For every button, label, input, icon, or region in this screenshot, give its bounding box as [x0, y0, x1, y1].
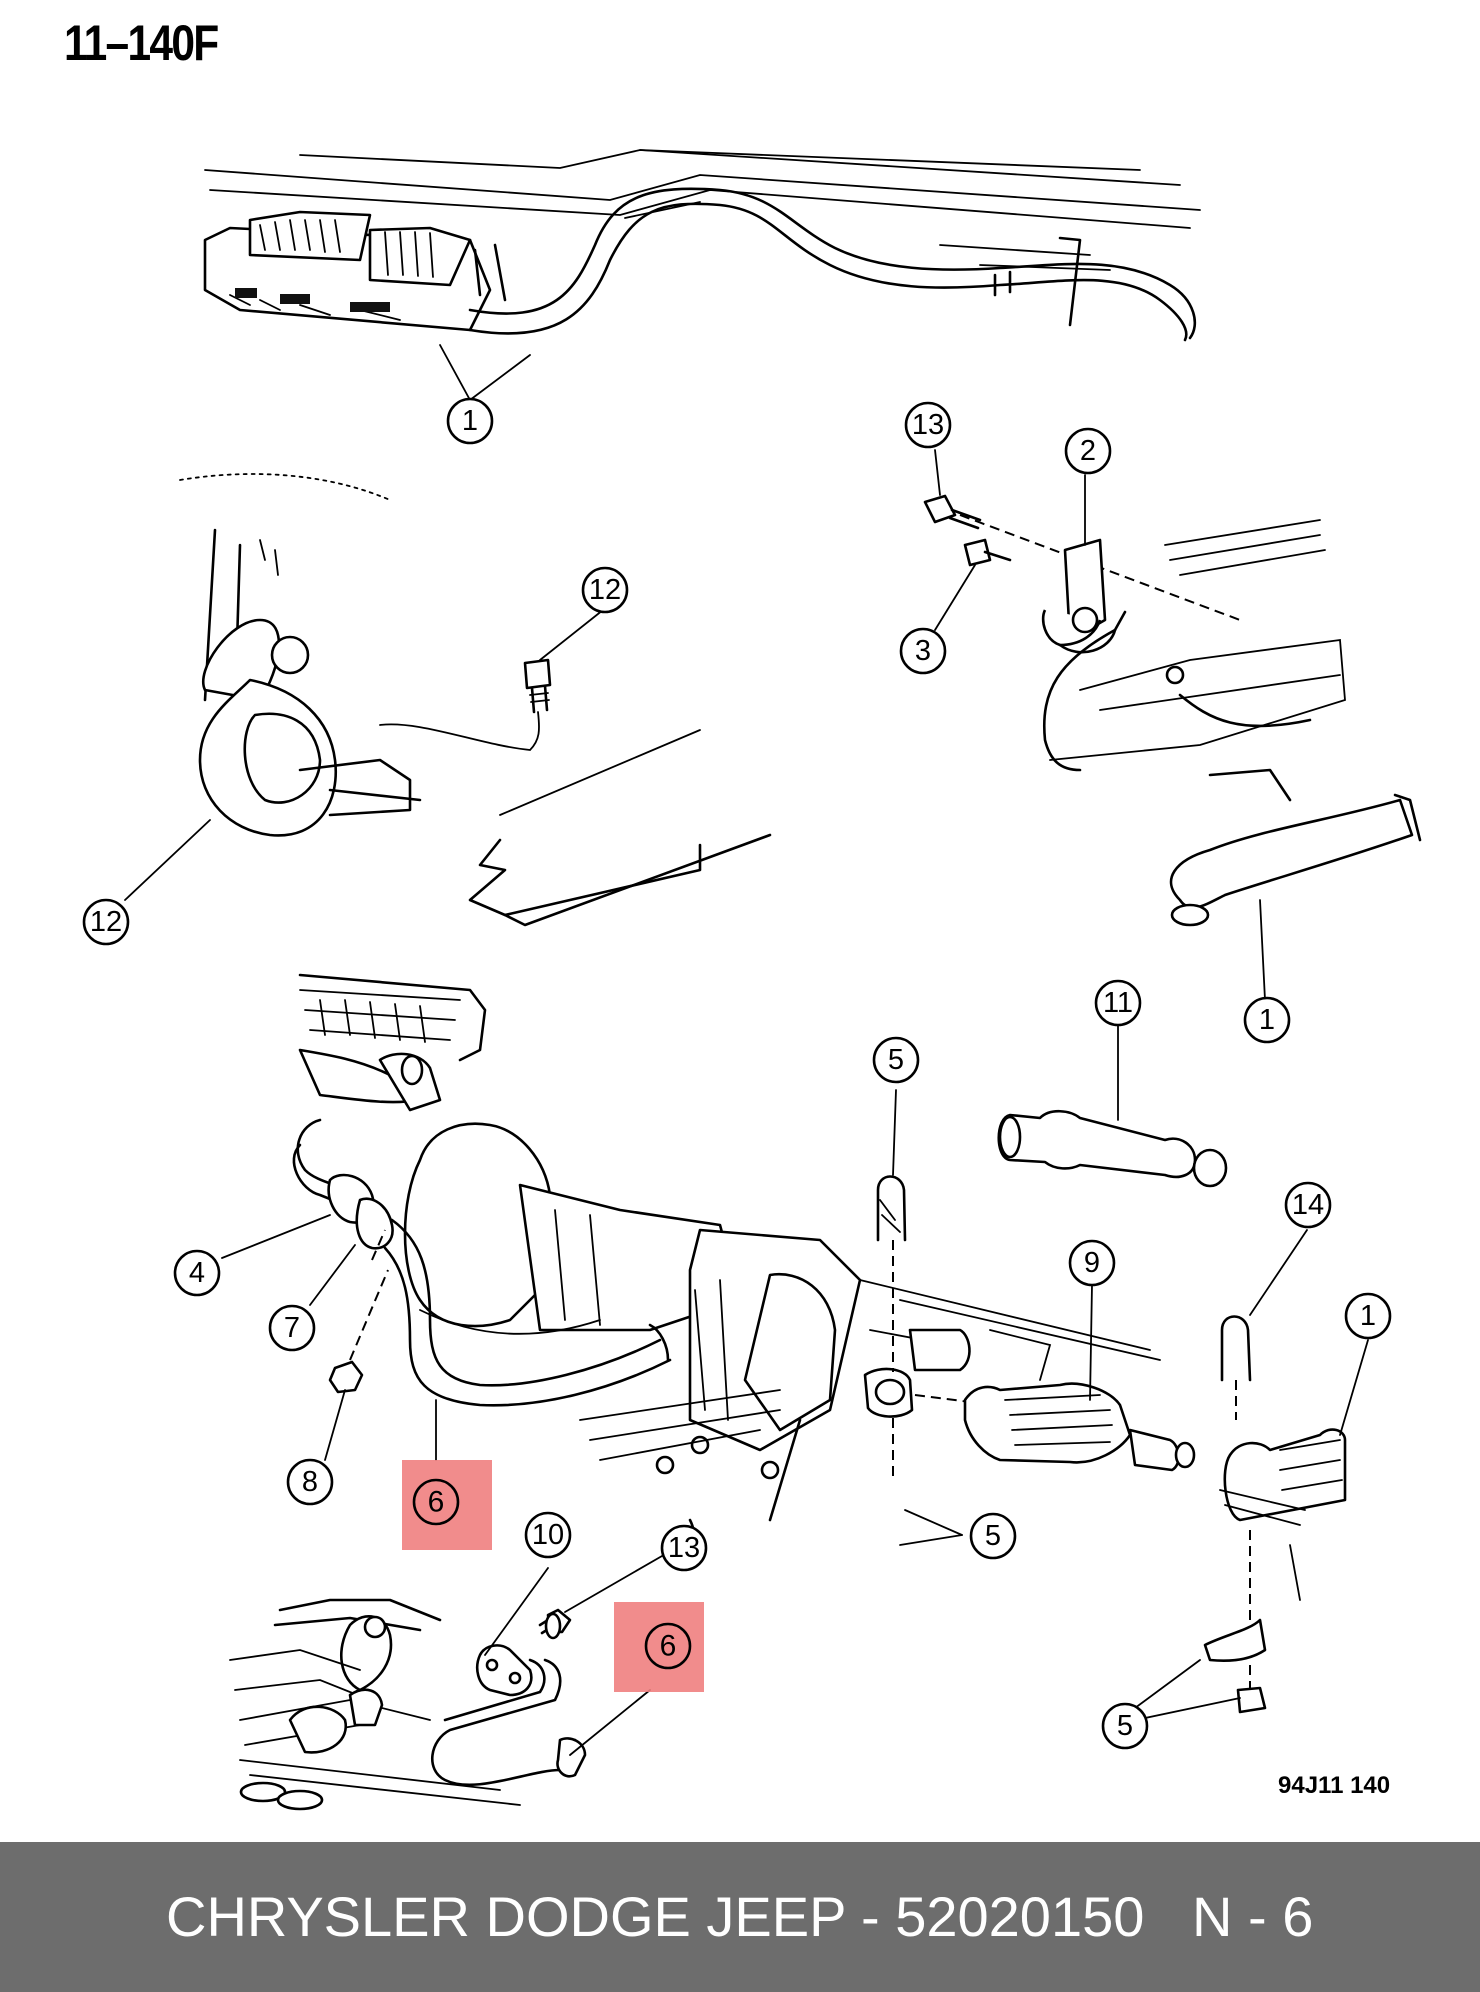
transmission [403, 1122, 862, 1522]
svg-text:3: 3 [915, 635, 931, 667]
svg-text:12: 12 [589, 574, 621, 606]
svg-text:9: 9 [1084, 1247, 1100, 1279]
svg-text:5: 5 [888, 1044, 904, 1076]
leader-lines [124, 344, 1369, 1756]
middle-right-hanger-assembly [923, 494, 1422, 927]
catalytic-converter-9 [914, 1382, 1196, 1472]
callout-4: 4 [173, 1249, 221, 1297]
lower-drivetrain-assembly [292, 973, 1347, 1714]
svg-text:1: 1 [1360, 1300, 1376, 1332]
footer-bar: CHRYSLER DODGE JEEP - 52020150 N - 6 [0, 1842, 1480, 1992]
callout-12-right: 12 [581, 566, 629, 614]
middle-left-bracket-assembly [179, 473, 772, 927]
callout-14: 14 [1284, 1181, 1332, 1229]
svg-text:1: 1 [462, 405, 478, 437]
svg-text:6: 6 [660, 1630, 677, 1663]
svg-text:14: 14 [1292, 1189, 1324, 1221]
bolt-12 [523, 658, 552, 714]
svg-text:13: 13 [668, 1532, 700, 1564]
top-underbody-assembly [203, 149, 1201, 342]
callout-5-mid: 5 [969, 1512, 1017, 1560]
callout-1-lower: 1 [1344, 1292, 1392, 1340]
exhaust-pipe-top [468, 187, 1197, 342]
svg-text:13: 13 [912, 409, 944, 441]
nut-3 [963, 538, 1012, 567]
callout-9: 9 [1068, 1239, 1116, 1287]
figure-code: 94J11 140 [1278, 1772, 1391, 1799]
svg-text:5: 5 [1117, 1710, 1133, 1742]
page-code: 11–140F [64, 15, 219, 71]
bottom-left-manifold-detail [229, 1598, 587, 1811]
svg-text:4: 4 [189, 1257, 205, 1289]
footer-caption: CHRYSLER DODGE JEEP - 52020150 [166, 1885, 1145, 1948]
callout-10: 10 [524, 1511, 572, 1559]
svg-text:10: 10 [532, 1519, 564, 1551]
callout-5-bottom: 5 [1101, 1702, 1149, 1750]
muffler-1 [1219, 1428, 1347, 1601]
svg-text:11: 11 [1103, 987, 1133, 1019]
callout-3: 3 [899, 627, 947, 675]
callout-1-top: 1 [446, 397, 494, 445]
svg-text:6: 6 [428, 1486, 445, 1519]
front-exhaust-pipe [292, 1118, 672, 1407]
nut-8 [328, 1360, 364, 1394]
resonator-11 [997, 1109, 1228, 1188]
engine-block [298, 973, 487, 1112]
callout-2: 2 [1064, 427, 1112, 475]
callout-5-top: 5 [872, 1036, 920, 1084]
callout-12-left: 12 [82, 898, 130, 946]
svg-text:5: 5 [985, 1520, 1001, 1552]
callout-13-bottom: 13 [660, 1524, 708, 1572]
svg-text:2: 2 [1080, 435, 1096, 467]
callout-6-main-highlighted: 6 [402, 1460, 492, 1550]
bolt-13 [923, 494, 982, 530]
svg-text:12: 12 [90, 906, 122, 938]
svg-text:1: 1 [1259, 1004, 1275, 1036]
callout-13-top: 13 [904, 401, 952, 449]
callout-11: 11 [1094, 979, 1142, 1027]
hanger-bracket-2 [1041, 538, 1127, 654]
tailpipe [1169, 768, 1422, 927]
hanger-bracket-10 [476, 1644, 533, 1697]
exhaust-system-diagram: 1 13 2 12 3 12 1 11 5 14 9 1 4 7 8 6 [82, 149, 1422, 1811]
fuel-tank [203, 210, 492, 332]
callout-7: 7 [268, 1304, 316, 1352]
bolt-13-lower [538, 1608, 572, 1640]
hanger-5-bottom [1203, 1530, 1267, 1714]
u-bolt-14 [1220, 1315, 1252, 1420]
footer-page-ref: N - 6 [1192, 1885, 1314, 1948]
callout-1-right: 1 [1243, 996, 1291, 1044]
callout-6-bottom-highlighted: 6 [614, 1602, 704, 1692]
u-bolt-5-top [863, 1175, 914, 1478]
callout-8: 8 [286, 1458, 334, 1506]
svg-text:8: 8 [302, 1466, 318, 1498]
svg-text:7: 7 [284, 1312, 300, 1344]
